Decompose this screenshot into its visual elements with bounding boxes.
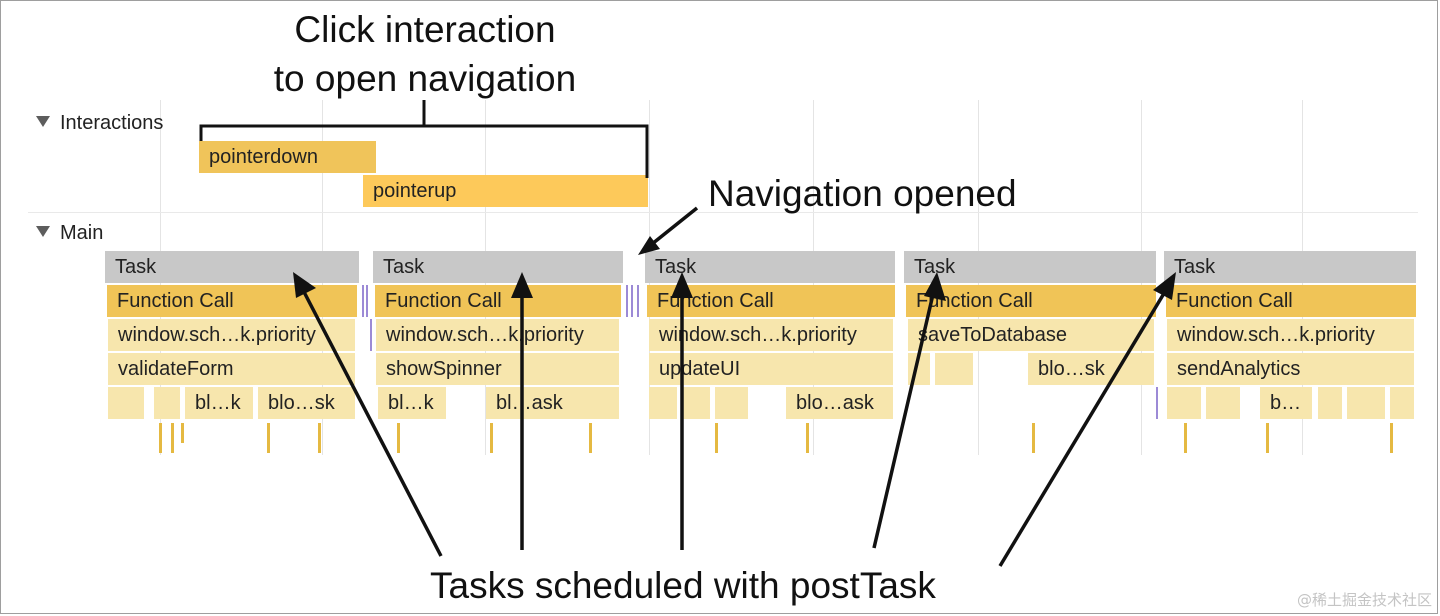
- scheduler-call-bar[interactable]: window.sch…k.priority: [376, 319, 621, 351]
- function-call-bar[interactable]: Function Call: [906, 285, 1156, 317]
- annotation-click-line1: Click interaction: [294, 9, 556, 50]
- child-bar[interactable]: [154, 387, 182, 419]
- scheduler-call-bar[interactable]: window.sch…k.priority: [1167, 319, 1416, 351]
- collapse-triangle-icon: [36, 116, 50, 128]
- callee-bar[interactable]: blo…sk: [1028, 353, 1156, 385]
- child-bar[interactable]: [715, 387, 750, 419]
- track-label-main: Main: [60, 222, 104, 244]
- arrow-icon: [301, 288, 1168, 567]
- child-bar[interactable]: blo…ask: [786, 387, 895, 419]
- callee-bar[interactable]: showSpinner: [376, 353, 621, 385]
- annotation-tasks-scheduled: Tasks scheduled with postTask: [430, 565, 936, 606]
- child-bar[interactable]: blo…sk: [258, 387, 357, 419]
- small-event-marker: [370, 319, 372, 351]
- callee-bar[interactable]: updateUI: [649, 353, 895, 385]
- function-call-bar[interactable]: Function Call: [1166, 285, 1416, 317]
- arrowhead-icon: [924, 272, 946, 301]
- child-bar[interactable]: [1347, 387, 1387, 419]
- child-bar[interactable]: [1318, 387, 1344, 419]
- function-call-bar[interactable]: Function Call: [375, 285, 621, 317]
- task-bar[interactable]: Task: [373, 251, 623, 283]
- collapse-triangle-icon: [36, 226, 50, 238]
- arrowhead-icon: [511, 272, 533, 298]
- callee-bar[interactable]: sendAnalytics: [1167, 353, 1416, 385]
- watermark: @稀土掘金技术社区: [1296, 591, 1432, 609]
- annotation-click-interaction: Click interaction to open navigation: [240, 6, 610, 104]
- child-bar[interactable]: [1206, 387, 1242, 419]
- small-event-marker: [1156, 387, 1158, 419]
- interaction-pointerdown[interactable]: pointerdown: [199, 141, 376, 173]
- small-event-marker: [626, 285, 628, 317]
- child-bar[interactable]: [935, 353, 975, 385]
- arrowhead-icon: [1153, 272, 1176, 300]
- arrowhead-icon: [293, 272, 316, 298]
- child-bar[interactable]: bl…k: [185, 387, 255, 419]
- small-event-marker: [637, 285, 639, 317]
- track-toggle-main[interactable]: Main: [36, 222, 103, 245]
- annotation-navigation-opened: Navigation opened: [708, 173, 1017, 214]
- child-bar[interactable]: [649, 387, 679, 419]
- arrowhead-icon: [671, 272, 693, 298]
- child-bar[interactable]: [1167, 387, 1203, 419]
- child-bar[interactable]: [108, 387, 146, 419]
- scheduler-call-bar[interactable]: window.sch…k.priority: [108, 319, 357, 351]
- interaction-pointerup[interactable]: pointerup: [363, 175, 648, 207]
- child-bar[interactable]: bl…ask: [486, 387, 621, 419]
- small-event-marker: [366, 285, 368, 317]
- small-event-marker: [362, 285, 364, 317]
- track-toggle-interactions[interactable]: Interactions: [36, 112, 163, 135]
- child-bar[interactable]: [1390, 387, 1416, 419]
- arrow-icon: [645, 206, 699, 250]
- child-bar[interactable]: b…: [1260, 387, 1314, 419]
- track-label-interactions: Interactions: [60, 112, 164, 134]
- task-bar[interactable]: Task: [1164, 251, 1416, 283]
- track-separator: [28, 212, 1418, 213]
- child-bar[interactable]: bl…k: [378, 387, 448, 419]
- callee-bar[interactable]: validateForm: [108, 353, 357, 385]
- child-bar[interactable]: [682, 387, 712, 419]
- interaction-bracket: [199, 100, 649, 178]
- small-event-marker: [631, 285, 633, 317]
- scheduler-call-bar[interactable]: saveToDatabase: [908, 319, 1156, 351]
- annotation-click-line2: to open navigation: [273, 57, 577, 99]
- arrowhead-icon: [638, 236, 660, 255]
- task-bar[interactable]: Task: [904, 251, 1156, 283]
- task-bar[interactable]: Task: [105, 251, 359, 283]
- scheduler-call-bar[interactable]: window.sch…k.priority: [649, 319, 895, 351]
- task-bar[interactable]: Task: [645, 251, 895, 283]
